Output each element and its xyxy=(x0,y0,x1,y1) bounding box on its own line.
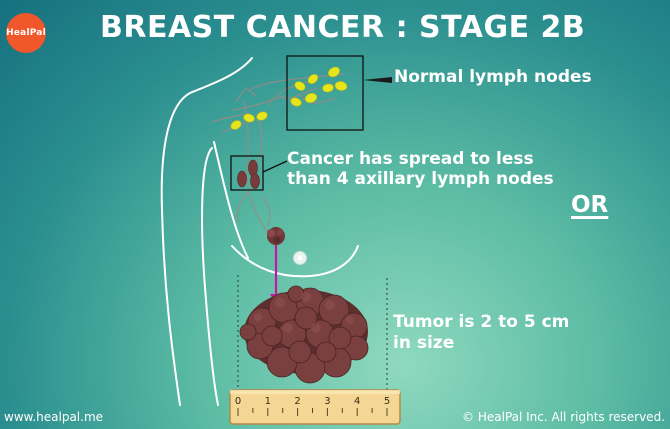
spread-label: Cancer has spread to less than 4 axillar… xyxy=(287,149,554,189)
normal-nodes-box xyxy=(286,55,364,131)
ruler-tick-label: 3 xyxy=(324,396,330,407)
cancer-node xyxy=(237,170,247,188)
or-label: OR xyxy=(571,192,609,218)
normal-node xyxy=(256,111,268,121)
copyright-text: © HealPal Inc. All rights reserved. xyxy=(462,410,665,424)
page-title: BREAST CANCER : STAGE 2B xyxy=(100,10,586,45)
nipple-center xyxy=(297,255,303,261)
healpal-logo: HealPal xyxy=(6,13,46,53)
ruler-tick-label: 5 xyxy=(384,396,390,407)
cancer-nodes-box xyxy=(230,155,264,191)
normal-nodes-pointer xyxy=(363,77,392,83)
ruler-tick-label: 4 xyxy=(354,396,360,407)
normal-lymph-nodes xyxy=(230,66,348,130)
normal-node xyxy=(322,83,334,93)
cancer-lymph-nodes xyxy=(237,159,260,189)
cancer-node xyxy=(250,173,260,189)
normal-node xyxy=(230,120,242,130)
normal-nodes-label: Normal lymph nodes xyxy=(394,67,592,87)
tumor-size-label: Tumor is 2 to 5 cm in size xyxy=(393,312,570,353)
lymph-vessels xyxy=(211,73,346,239)
measurement-ruler: 0 1 2 3 4 5 xyxy=(229,389,401,425)
normal-node xyxy=(307,74,319,84)
ruler-tick-label: 0 xyxy=(235,396,241,407)
normal-node xyxy=(304,92,318,104)
normal-node xyxy=(294,81,306,91)
ruler-tick-label: 1 xyxy=(265,396,271,407)
normal-node xyxy=(328,66,340,78)
small-tumor xyxy=(267,227,285,245)
ruler-tick-label: 2 xyxy=(294,396,300,407)
large-tumor xyxy=(239,285,369,384)
body-outline xyxy=(160,57,359,406)
normal-node xyxy=(243,113,255,123)
normal-node xyxy=(334,81,348,91)
spread-pointer-line xyxy=(262,160,288,173)
normal-node xyxy=(290,97,302,107)
website-link[interactable]: www.healpal.me xyxy=(4,410,104,424)
